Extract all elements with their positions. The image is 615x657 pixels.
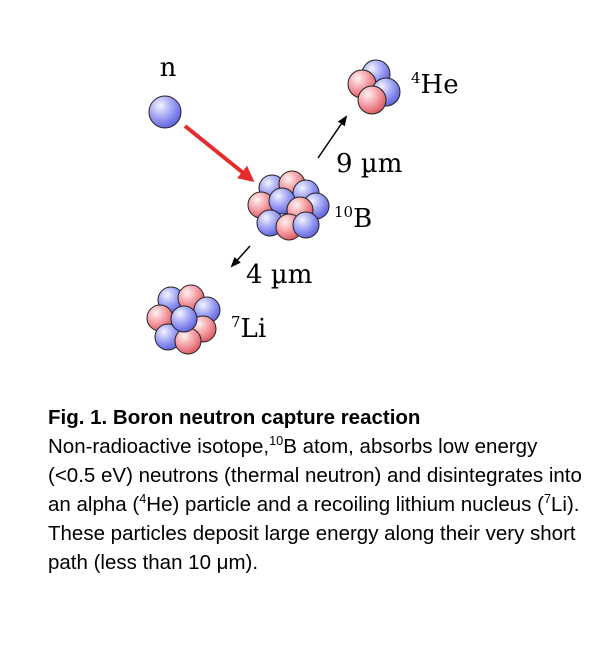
boron-neutron-capture-diagram: n 4He 9 µm 10B 4 µm 7L — [146, 53, 459, 355]
caption-sup-4: 4 — [139, 491, 147, 507]
lithium-path-label: 4 µm — [246, 260, 312, 290]
neutron-label: n — [160, 53, 177, 83]
boron-label: 10B — [334, 203, 372, 234]
caption-body: Non-radioactive isotope,10B atom, absorb… — [48, 432, 588, 577]
caption-sup-10: 10 — [269, 433, 284, 449]
caption-text-2: B atom, absorbs low energy (<0.5 eV) neu… — [48, 435, 582, 516]
caption-text-1: Non-radioactive isotope, — [48, 435, 270, 458]
lithium-label: 7Li — [231, 313, 266, 344]
caption-text-4: Li). These particles deposit large energ… — [48, 493, 580, 574]
lithium-nucleus — [146, 284, 221, 355]
incoming-neutron-arrow — [183, 124, 255, 183]
boron-nucleus — [247, 170, 330, 241]
caption-sup-7: 7 — [543, 491, 552, 507]
caption-title: Fig. 1. Boron neutron capture reaction — [48, 406, 421, 429]
free-neutron — [148, 95, 182, 129]
caption-text-3: He) particle and a recoiling lithium nuc… — [146, 493, 544, 516]
lithium-emission-arrow — [230, 245, 251, 268]
helium-nucleus — [347, 59, 401, 115]
helium-label: 4He — [411, 69, 459, 100]
helium-emission-arrow — [317, 115, 348, 159]
figure-caption: Fig. 1. Boron neutron capture reaction N… — [48, 403, 588, 577]
helium-path-label: 9 µm — [336, 149, 402, 179]
